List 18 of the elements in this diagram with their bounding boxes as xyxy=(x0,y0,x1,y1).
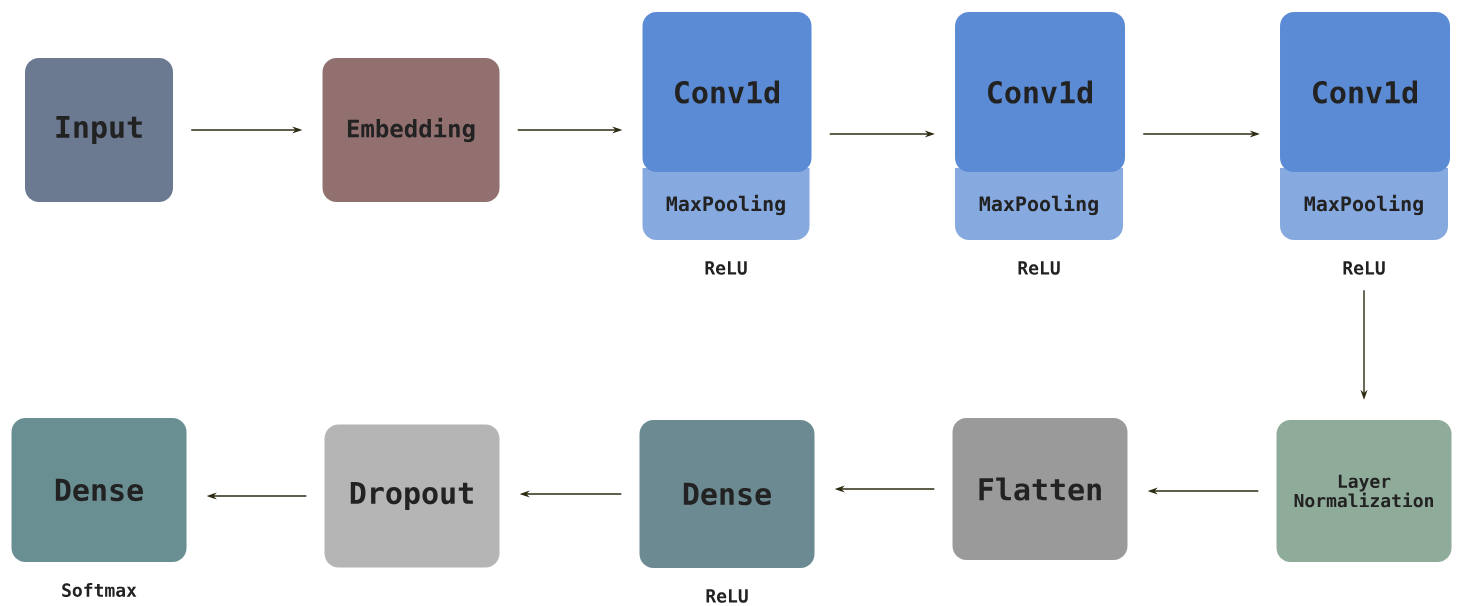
layer-box: MaxPooling xyxy=(642,168,810,240)
caption-text: Softmax xyxy=(62,583,137,597)
layer-box: Dense xyxy=(639,420,815,568)
caption-text: ReLU xyxy=(1343,261,1385,275)
layer-box: Conv1d xyxy=(955,12,1125,172)
layer-box: Flatten xyxy=(952,418,1128,560)
caption-text: ReLU xyxy=(706,589,748,603)
layer-box: Conv1d xyxy=(642,12,812,172)
layer-box: Dropout xyxy=(324,424,500,568)
layer-box: Conv1d xyxy=(1280,12,1450,172)
caption-text: ReLU xyxy=(705,261,747,275)
layer-box: Dense xyxy=(11,418,187,562)
layer-box: Input xyxy=(25,58,173,202)
layer-box: Layer Normalization xyxy=(1276,420,1452,562)
caption-text: ReLU xyxy=(1018,261,1060,275)
layer-box: MaxPooling xyxy=(1280,168,1448,240)
layer-box: MaxPooling xyxy=(955,168,1123,240)
layer-box: Embedding xyxy=(322,58,500,202)
